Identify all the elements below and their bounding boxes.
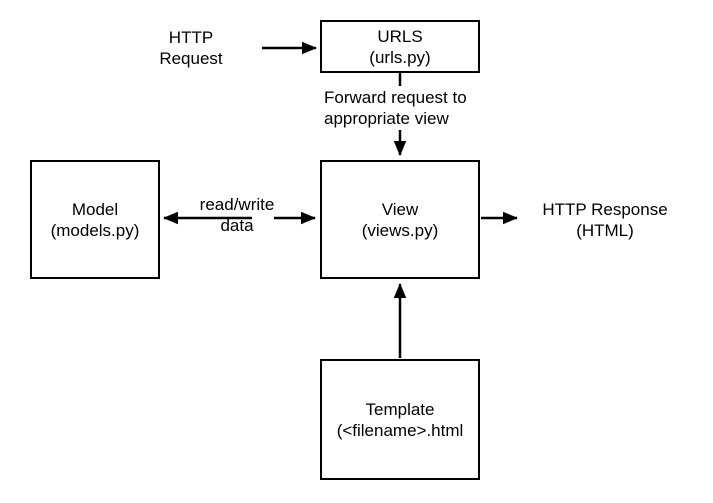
- http-response-label: HTTP Response (HTML): [525, 199, 685, 241]
- forward-request-label: Forward request to appropriate view: [324, 87, 494, 129]
- view-box-subtitle: (views.py): [361, 220, 439, 240]
- urls-box: URLS (urls.py): [320, 20, 480, 73]
- view-box: View (views.py): [320, 160, 480, 279]
- read-write-data-label: read/write data: [177, 194, 297, 236]
- http-response-label-line1: HTTP Response: [542, 200, 668, 219]
- http-request-label-line1: HTTP: [168, 28, 214, 47]
- read-write-data-label-line1: read/write: [199, 195, 275, 214]
- http-response-label-line2: (HTML): [576, 221, 634, 240]
- urls-box-subtitle: (urls.py): [369, 47, 431, 67]
- model-box-title: Model: [71, 199, 119, 219]
- model-box: Model (models.py): [30, 160, 160, 279]
- forward-request-label-line2: appropriate view: [324, 109, 449, 128]
- http-request-label: HTTP Request: [131, 27, 251, 69]
- read-write-data-label-line2: data: [220, 216, 254, 235]
- template-box-title: Template: [365, 399, 435, 419]
- template-box: Template (<filename>.html: [320, 359, 480, 480]
- forward-request-label-line1: Forward request to: [324, 88, 467, 107]
- http-request-label-line2: Request: [159, 49, 223, 68]
- model-box-subtitle: (models.py): [50, 220, 140, 240]
- urls-box-title: URLS: [377, 26, 423, 46]
- template-box-subtitle: (<filename>.html: [336, 420, 464, 440]
- view-box-title: View: [381, 199, 419, 219]
